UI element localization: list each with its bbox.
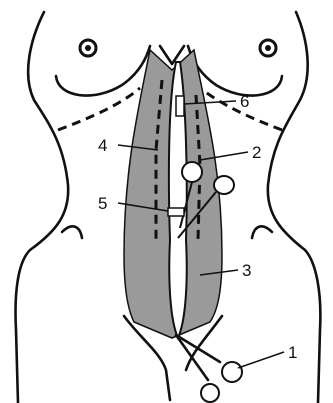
label-6: 6 [240,92,249,111]
label-2: 2 [252,143,261,162]
clip-5 [168,208,184,216]
right-flank-crease [252,226,272,238]
label-1: 1 [288,343,297,362]
lower-scissors-ring-b [201,384,219,402]
lower-scissors-ring-a [222,362,242,382]
left-breast-outline [56,46,150,96]
left-flank-crease [62,226,82,238]
torso-left-outline [16,12,69,403]
retractor-blade [176,96,184,116]
leader-1 [238,352,284,368]
clamp-2-ring [182,162,202,182]
lower-scissors-blades [176,335,220,380]
left-nipple-center [85,45,91,51]
right-nipple-center [265,45,271,51]
clamp-2b-ring [214,176,234,194]
label-4: 4 [98,136,107,155]
label-3: 3 [242,261,251,280]
label-5: 5 [98,194,107,213]
